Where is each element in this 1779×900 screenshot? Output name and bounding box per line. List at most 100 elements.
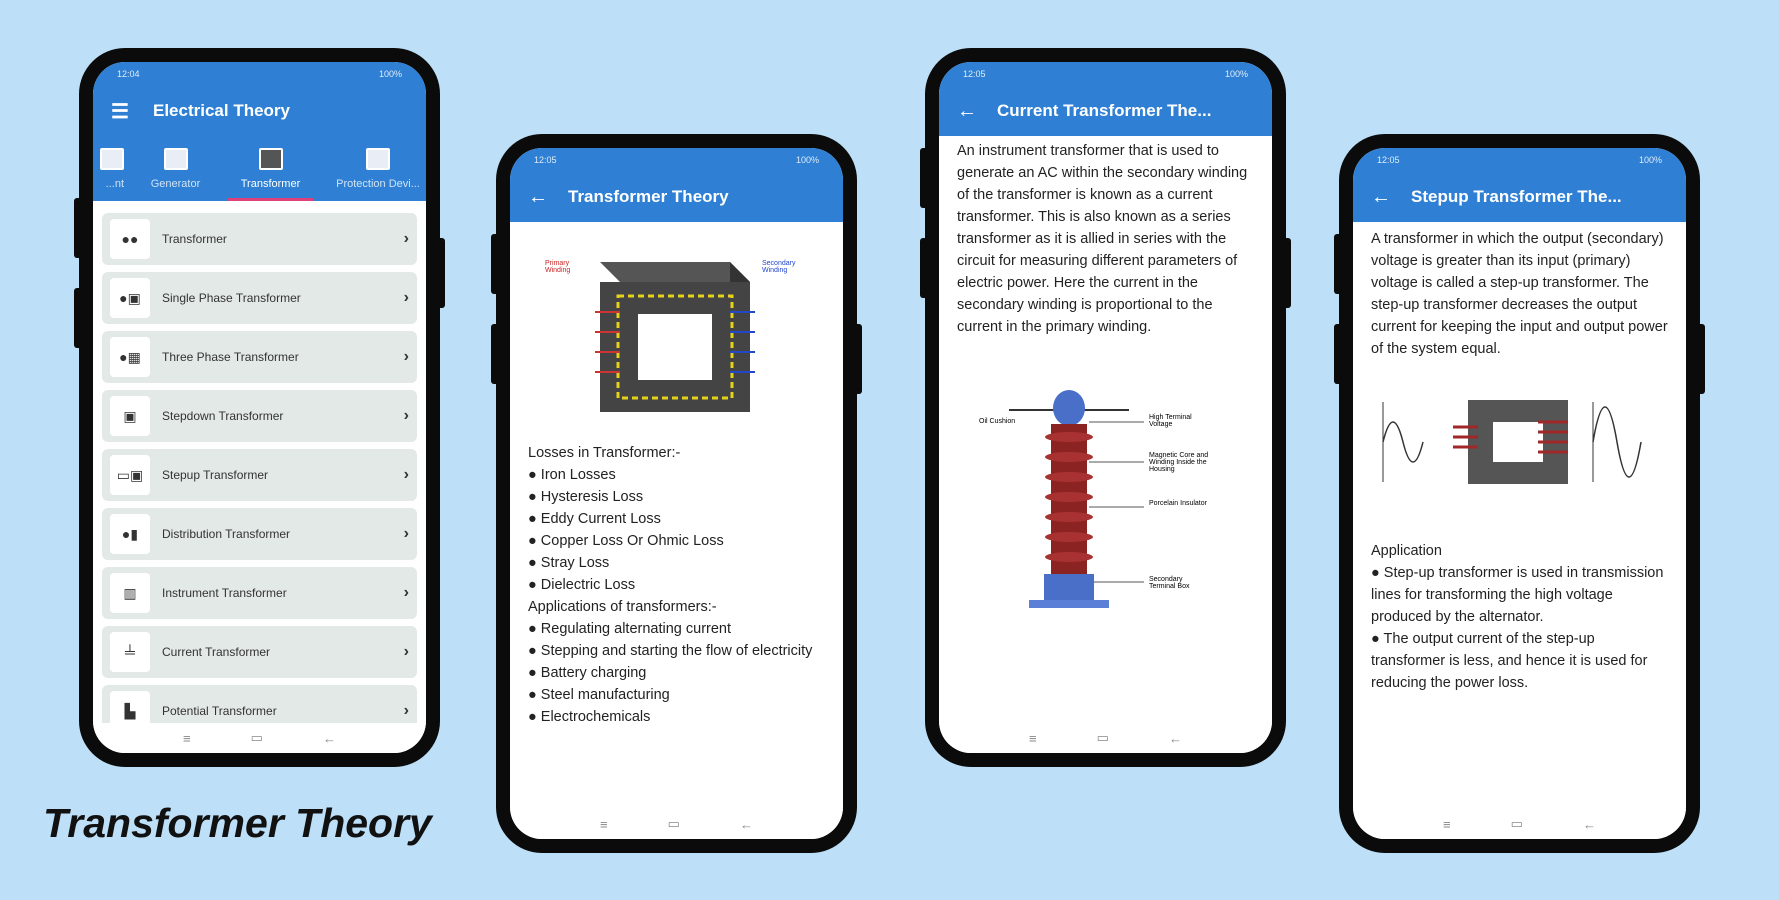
stepup-transformer-diagram: [1353, 382, 1686, 532]
list-item[interactable]: ▥Instrument Transformer›: [102, 567, 417, 619]
tab-label: Transformer: [240, 177, 301, 190]
recents-button[interactable]: ≡: [183, 730, 191, 746]
phone-current-transformer: 12:05 100% ← Current Transformer The... An…: [920, 48, 1291, 767]
item-label: Single Phase Transformer: [162, 291, 301, 305]
transformer-icon: [258, 147, 283, 170]
transformer-thumbnail-icon: ▣: [110, 396, 150, 436]
item-label: Distribution Transformer: [162, 527, 291, 541]
item-label: Stepdown Transformer: [162, 409, 284, 423]
page-title: Current Transformer The...: [997, 101, 1212, 120]
caption-title: Transformer Theory: [43, 800, 432, 846]
diagram-label: High Terminal Voltage: [1149, 414, 1192, 428]
recents-button[interactable]: ≡: [1029, 730, 1037, 746]
text-line: ● Eddy Current Loss: [528, 511, 661, 527]
battery-level: 100%: [1224, 69, 1248, 79]
back-button[interactable]: ←: [1582, 816, 1596, 832]
hamburger-menu-icon[interactable]: ☰: [111, 100, 129, 123]
back-arrow-icon[interactable]: ←: [1371, 185, 1391, 208]
back-button[interactable]: ←: [739, 816, 753, 832]
generator-icon: [163, 147, 188, 170]
text-line: ● Copper Loss Or Ohmic Loss: [528, 533, 724, 549]
text-line: Applications of transformers:-: [528, 599, 717, 615]
list-item[interactable]: ●▦ Three Phase Transformer ›: [102, 331, 417, 383]
list-item[interactable]: ●▣Single Phase Transformer›: [102, 272, 417, 324]
section-heading: Application: [1371, 543, 1442, 559]
chevron-right-icon: ›: [403, 407, 409, 424]
diagram-label: Porcelain Insulator: [1149, 500, 1207, 507]
transformer-thumbnail-icon: ●▮: [110, 514, 150, 554]
recents-button[interactable]: ≡: [1443, 816, 1451, 832]
list-item[interactable]: ●●Transformer›: [102, 213, 417, 265]
item-label: Three Phase Transformer: [162, 350, 299, 364]
transformer-core-diagram: Primary Winding Secondary Winding: [510, 222, 843, 422]
status-bar: 12:05 100%: [1353, 148, 1686, 172]
text-line: ● Iron Losses: [528, 467, 616, 483]
item-label: Current Transformer: [162, 645, 271, 659]
tab-prev[interactable]: ...nt: [93, 136, 128, 201]
text-line: ● The output current of the step-up tran…: [1371, 631, 1648, 691]
article-paragraph: A transformer in which the output (secon…: [1371, 231, 1668, 357]
tab-protection-devices[interactable]: Protection Devi...: [318, 136, 426, 201]
diagram-label: Primary Winding: [545, 260, 571, 274]
text-line: ● Hysteresis Loss: [528, 489, 644, 505]
diagram-label: Magnetic Core and Winding Inside the Hou…: [1149, 452, 1209, 473]
tab-generator[interactable]: Generator: [128, 136, 223, 201]
tab-label: ...nt: [105, 177, 124, 190]
topic-list: ●●Transformer› ●▣ Single Phase Transforme…: [93, 201, 426, 737]
status-time: 12:05: [534, 155, 557, 165]
text-line: ● Electrochemicals: [528, 709, 651, 725]
article-paragraph: An instrument transformer that is used t…: [957, 143, 1248, 335]
system-nav-bar: ≡ ▭ ←: [93, 723, 426, 753]
back-arrow-icon[interactable]: ←: [528, 185, 548, 208]
chevron-right-icon: ›: [403, 643, 409, 660]
page-title: Stepup Transformer The...: [1411, 187, 1622, 206]
diagram-label: Secondary Winding: [762, 260, 796, 274]
application-section: Application ● Step-up transformer is use…: [1353, 532, 1686, 702]
transformer-thumbnail-icon: ●▦: [110, 337, 150, 377]
protection-icon: [366, 147, 390, 170]
back-button[interactable]: ←: [322, 730, 336, 746]
tab-label: Generator: [150, 177, 201, 190]
home-button[interactable]: ▭: [1096, 730, 1109, 745]
article-text: Losses in Transformer:- ● Iron Losses ● …: [510, 422, 843, 736]
transformer-thumbnail-icon: ▭▣: [110, 455, 150, 495]
battery-level: 100%: [1638, 155, 1662, 165]
text-line: ● Battery charging: [528, 665, 647, 681]
diagram-label: Oil Cushion: [979, 418, 1016, 425]
chevron-right-icon: ›: [403, 466, 409, 483]
status-bar: 12:05 100%: [939, 62, 1272, 86]
chevron-right-icon: ›: [403, 348, 409, 365]
status-time: 12:04: [117, 69, 140, 79]
chevron-right-icon: ›: [403, 702, 409, 719]
back-button[interactable]: ←: [1168, 730, 1182, 746]
list-item[interactable]: ●▮ Distribution Transformer ›: [102, 508, 417, 560]
text-line: ● Stray Loss: [528, 555, 610, 571]
home-button[interactable]: ▭: [1510, 816, 1523, 831]
current-transformer-diagram: Oil Cushion High Terminal Voltage Magnet…: [939, 382, 1272, 622]
system-nav-bar: ≡ ▭ ←: [939, 723, 1272, 753]
text-line: ● Stepping and starting the flow of elec…: [528, 643, 813, 659]
transformer-thumbnail-icon: ●●: [110, 219, 150, 259]
tab-transformer[interactable]: Transformer: [223, 136, 318, 201]
text-line: Losses in Transformer:-: [528, 445, 681, 461]
home-button[interactable]: ▭: [250, 730, 263, 745]
item-label: Potential Transformer: [162, 704, 277, 718]
recents-button[interactable]: ≡: [600, 816, 608, 832]
back-arrow-icon[interactable]: ←: [957, 99, 977, 122]
tab-label: Protection Devi...: [336, 177, 420, 190]
home-button[interactable]: ▭: [667, 816, 680, 831]
status-time: 12:05: [1377, 155, 1400, 165]
tab-icon: [100, 147, 124, 170]
transformer-thumbnail-icon: ●▣: [110, 278, 150, 318]
list-item[interactable]: ▭▣Stepup Transformer›: [102, 449, 417, 501]
status-time: 12:05: [963, 69, 986, 79]
text-line: ● Steel manufacturing: [528, 687, 670, 703]
list-item[interactable]: ╧Current Transformer›: [102, 626, 417, 678]
list-item[interactable]: ▣ Stepdown Transformer ›: [102, 390, 417, 442]
battery-level: 100%: [795, 155, 819, 165]
category-tabs: ...nt Generator Transformer Protection D…: [93, 136, 426, 201]
text-line: ● Regulating alternating current: [528, 621, 732, 637]
chevron-right-icon: ›: [403, 525, 409, 542]
